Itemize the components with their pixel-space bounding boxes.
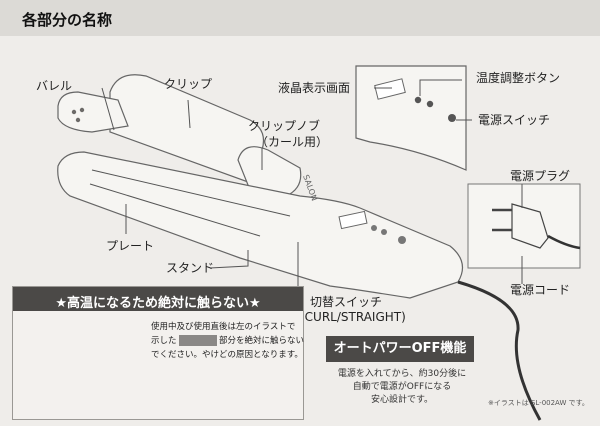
warning-title: ★高温になるため絶対に触らない★ xyxy=(55,296,261,311)
auto-off-text: 電源を入れてから、約30分後に 自動で電源がOFFになる 安心設計です。 xyxy=(318,368,486,407)
label-temp-button: 温度調整ボタン xyxy=(476,71,561,85)
label-plug: 電源プラグ xyxy=(510,169,571,183)
warning-line2b: 部分を絶対に触らない xyxy=(219,336,305,346)
warning-box: ★高温になるため絶対に触らない★ 使用中及び使用直後は左のイラストで 示した 部… xyxy=(12,286,304,420)
label-barrel: バレル xyxy=(36,79,73,93)
label-cord: 電源コード xyxy=(510,283,571,297)
label-clip-knob-sub: （カール用） xyxy=(256,135,329,149)
barrel-dot xyxy=(79,107,85,113)
plug-body xyxy=(511,203,549,249)
auto-off-line1: 電源を入れてから、約30分後に xyxy=(337,369,467,379)
warning-header: ★高温になるため絶対に触らない★ xyxy=(13,287,303,311)
panel-button xyxy=(371,225,377,231)
auto-off-line3: 安心設計です。 xyxy=(370,395,434,405)
panel-button xyxy=(381,229,387,235)
barrel-dot xyxy=(71,109,77,115)
lcd-small xyxy=(338,210,368,230)
cord-shape xyxy=(457,280,542,421)
barrel-tip xyxy=(57,91,129,133)
label-lcd: 液晶表示画面 xyxy=(278,81,351,95)
auto-off-title: オートパワーOFF機能 xyxy=(326,336,474,362)
panel-button xyxy=(398,236,406,244)
label-stand: スタンド xyxy=(166,261,215,275)
inset-lcd xyxy=(374,78,406,100)
inset-button xyxy=(448,114,456,122)
auto-off-line2: 自動で電源がOFFになる xyxy=(352,382,452,392)
iron-body xyxy=(57,151,464,299)
warning-line2a: 示した xyxy=(151,336,177,346)
label-switch-sub: (CURL/STRAIGHT) xyxy=(300,310,406,324)
warning-line1: 使用中及び使用直後は左のイラストで xyxy=(151,322,296,332)
footnote: ※イラストは SL-002AW です。 xyxy=(488,399,589,407)
barrel-dot xyxy=(75,117,81,123)
label-power-switch: 電源スイッチ xyxy=(478,113,551,127)
hot-zone-swatch xyxy=(179,335,217,346)
inset-button xyxy=(414,96,422,104)
label-plate: プレート xyxy=(106,239,155,253)
plug-prongs xyxy=(492,208,512,232)
label-clip-knob: クリップノブ xyxy=(248,119,321,133)
page-title: 各部分の名称 xyxy=(22,11,113,29)
label-clip: クリップ xyxy=(164,77,213,91)
inset-button xyxy=(426,100,434,108)
warning-line3: でください。やけどの原因となります。 xyxy=(151,350,303,360)
label-switch: 切替スイッチ xyxy=(310,295,383,309)
section-header: 各部分の名称 xyxy=(0,0,600,36)
